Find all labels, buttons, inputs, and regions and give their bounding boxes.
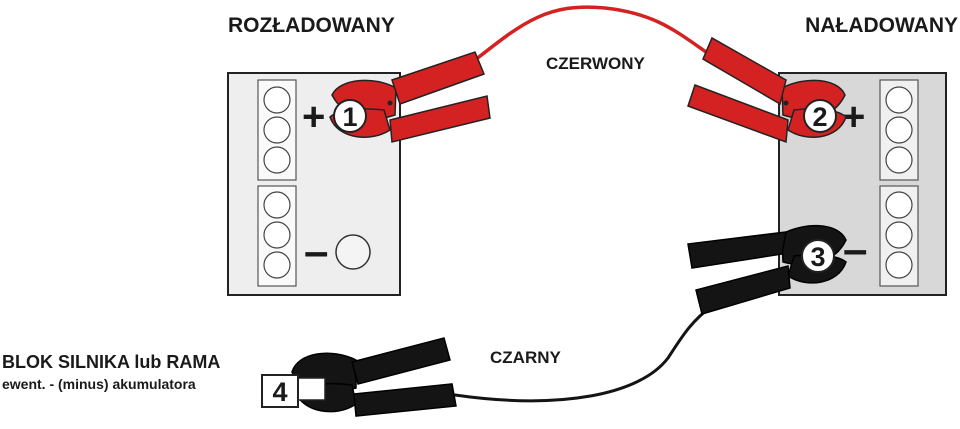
cell-group-top-right (879, 79, 919, 181)
red-cable-label: CZERWONY (546, 54, 646, 73)
charged-label: NAŁADOWANY (805, 14, 958, 37)
right-plus-sign: + (842, 95, 865, 139)
left-plus-sign: + (302, 95, 325, 139)
svg-text:3: 3 (810, 242, 825, 272)
step-2-badge: 2 (803, 99, 837, 133)
black-clamp-4 (291, 337, 457, 417)
cell-group-top (257, 79, 297, 181)
black-cable (453, 304, 714, 403)
svg-text:2: 2 (812, 102, 827, 132)
left-minus-sign: – (304, 227, 328, 276)
engine-block-sublabel: ewent. - (minus) akumulatora (2, 376, 196, 392)
svg-text:1: 1 (342, 102, 357, 132)
red-clamp-1 (329, 51, 491, 143)
right-minus-sign: – (843, 225, 867, 274)
black-clamp-3 (687, 224, 847, 315)
engine-block-label: BLOK SILNIKA lub RAMA (2, 352, 220, 372)
cell-group-bottom (257, 185, 297, 287)
step-1-badge: 1 (333, 99, 367, 133)
step-4-number: 4 (272, 377, 287, 407)
step-3-badge: 3 (801, 239, 835, 273)
black-cable-label: CZARNY (490, 348, 561, 367)
red-cable (468, 5, 717, 66)
engine-block-marker (261, 374, 326, 408)
negative-terminal (335, 234, 371, 270)
discharged-label: ROZŁADOWANY (228, 14, 395, 37)
cell-group-bottom-right (879, 185, 919, 287)
